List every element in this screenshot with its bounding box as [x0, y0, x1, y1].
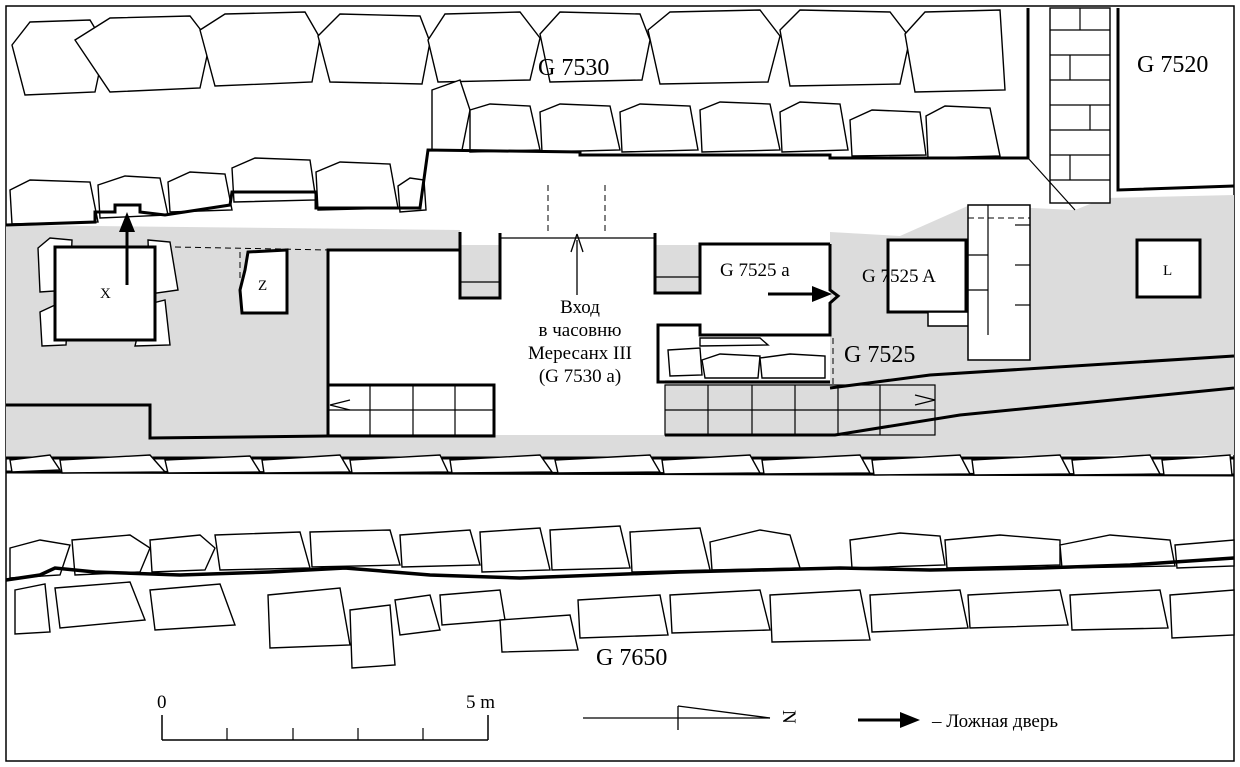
wall-g7650-north [5, 556, 1235, 582]
wall-lower-line [6, 383, 496, 440]
false-door-x [119, 212, 135, 285]
legend-false-door-label: – Ложная дверь [931, 711, 1058, 732]
false-door-g7525a [768, 286, 832, 302]
label-g7525A: G 7525 A [862, 266, 936, 287]
north-letter: N [778, 710, 799, 724]
wall-g7525a [656, 244, 841, 384]
entrance-label-1: Вход [560, 297, 600, 318]
block-l [1135, 238, 1202, 299]
wall-g7530-south [5, 8, 1030, 227]
label-l: L [1163, 263, 1172, 279]
stones-top-row [9, 9, 1006, 225]
label-g7520: G 7520 [1137, 52, 1208, 78]
entrance-label-4: (G 7530 a) [539, 366, 621, 387]
label-g7525: G 7525 [844, 342, 915, 368]
stones-bottom-area [9, 525, 1235, 669]
label-g7530: G 7530 [538, 55, 609, 81]
label-z: Z [258, 278, 267, 294]
block-g7525A [886, 238, 968, 314]
label-g7525a: G 7525 a [720, 260, 790, 281]
scale-end-label: 5 m [466, 692, 495, 713]
wall-courtyard [326, 248, 460, 435]
block-z [238, 248, 289, 315]
g7520-tower [1027, 7, 1235, 211]
pillar-stones [967, 204, 1031, 361]
scale-start-label: 0 [157, 692, 167, 713]
entrance-label-2: в часовню [539, 320, 622, 341]
north-arrow-icon: N [583, 705, 799, 730]
block-x [37, 237, 179, 347]
scale-bar: 0 5 m [157, 692, 495, 741]
entrance-arrow [570, 233, 584, 295]
entrance-label-3: Мересанх III [528, 343, 632, 364]
stones-middle-row [9, 454, 1233, 476]
legend-false-door: – Ложная дверь [858, 711, 1058, 732]
label-g7650: G 7650 [596, 645, 667, 671]
label-x: X [100, 286, 111, 302]
